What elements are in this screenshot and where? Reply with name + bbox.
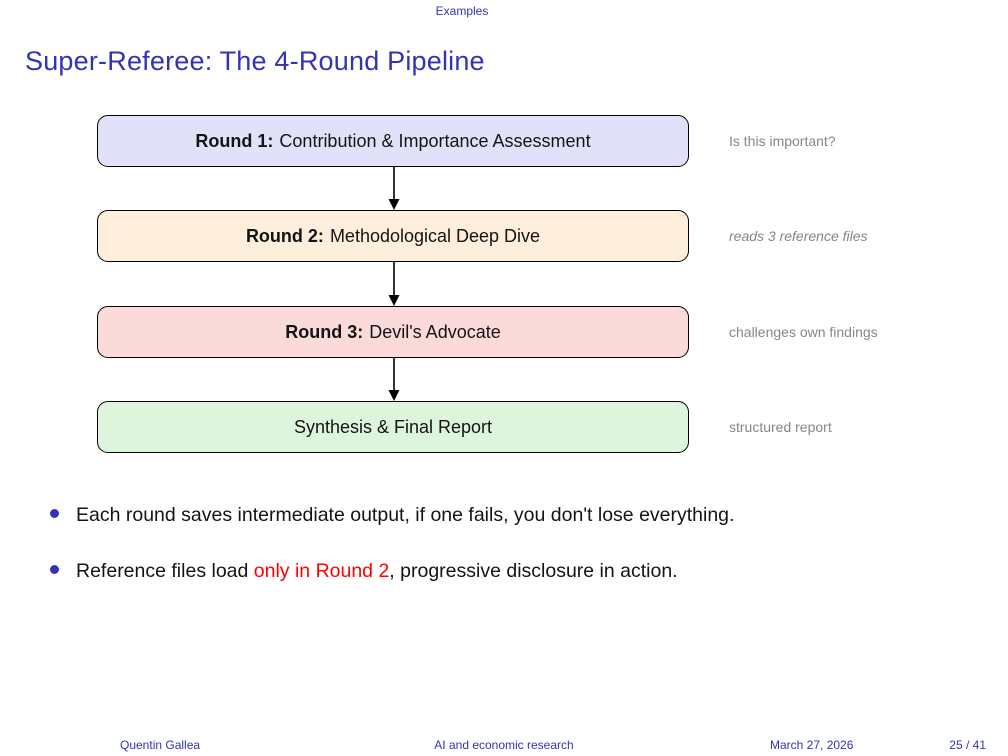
round-3-prefix: Round 3: <box>285 321 364 342</box>
synthesis-label: Synthesis & Final Report <box>293 416 493 437</box>
page-title: Super-Referee: The 4-Round Pipeline <box>25 46 485 76</box>
pipeline-box-round-1: Round 1: Contribution & Importance Asses… <box>97 115 689 167</box>
side-note-round-3: challenges own findings <box>729 324 878 340</box>
bullet-2-post: , progressive disclosure in action. <box>389 560 678 582</box>
round-1-prefix: Round 1: <box>195 130 274 151</box>
down-arrow-icon <box>387 358 401 401</box>
footer-date: March 27, 2026 <box>770 738 854 752</box>
down-arrow-icon <box>387 262 401 306</box>
bullet-2-pre: Reference files load <box>76 560 254 582</box>
round-1-label: Contribution & Importance Assessment <box>279 130 591 151</box>
pipeline-box-synthesis: Synthesis & Final Report <box>97 401 689 453</box>
bullet-item: Reference files load only in Round 2, pr… <box>50 560 980 583</box>
bullet-1-text: Each round saves intermediate output, if… <box>76 504 735 526</box>
bullet-icon <box>50 565 59 575</box>
pipeline-box-round-2: Round 2: Methodological Deep Dive <box>97 210 689 262</box>
bullet-item: Each round saves intermediate output, if… <box>50 504 980 527</box>
bullet-icon <box>50 509 59 519</box>
round-2-prefix: Round 2: <box>245 225 324 246</box>
section-header: Examples <box>435 4 489 18</box>
bullet-2-highlight: only in Round 2 <box>253 560 390 582</box>
side-note-synthesis: structured report <box>729 419 832 435</box>
down-arrow-icon <box>387 167 401 210</box>
footer-presentation-title: AI and economic research <box>434 738 574 752</box>
round-3-label: Devil's Advocate <box>369 321 501 342</box>
footer-page-number: 25 / 41 <box>949 738 986 752</box>
footer-author: Quentin Gallea <box>120 738 201 752</box>
round-2-label: Methodological Deep Dive <box>329 225 541 246</box>
pipeline-box-round-3: Round 3: Devil's Advocate <box>97 306 689 358</box>
side-note-round-2: reads 3 reference files <box>729 228 868 244</box>
side-note-round-1: Is this important? <box>729 133 836 149</box>
